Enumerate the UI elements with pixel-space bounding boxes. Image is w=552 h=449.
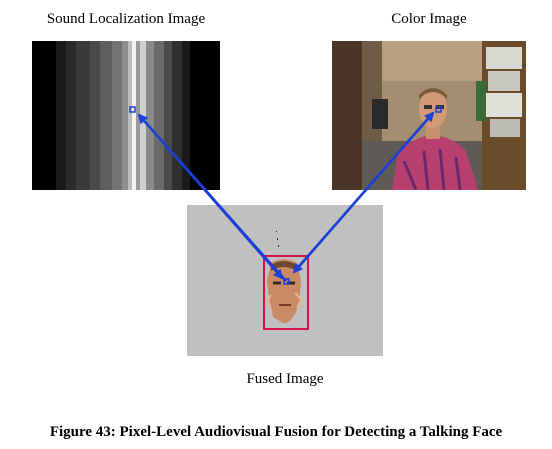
color-image xyxy=(332,41,526,190)
sound-localization-title: Sound Localization Image xyxy=(46,11,206,27)
sound-localization-image xyxy=(32,41,220,190)
fused-image xyxy=(187,205,383,356)
figure-caption: Figure 43: Pixel-Level Audiovisual Fusio… xyxy=(49,424,503,440)
color-image-title: Color Image xyxy=(391,11,467,27)
fused-image-title: Fused Image xyxy=(246,371,324,387)
